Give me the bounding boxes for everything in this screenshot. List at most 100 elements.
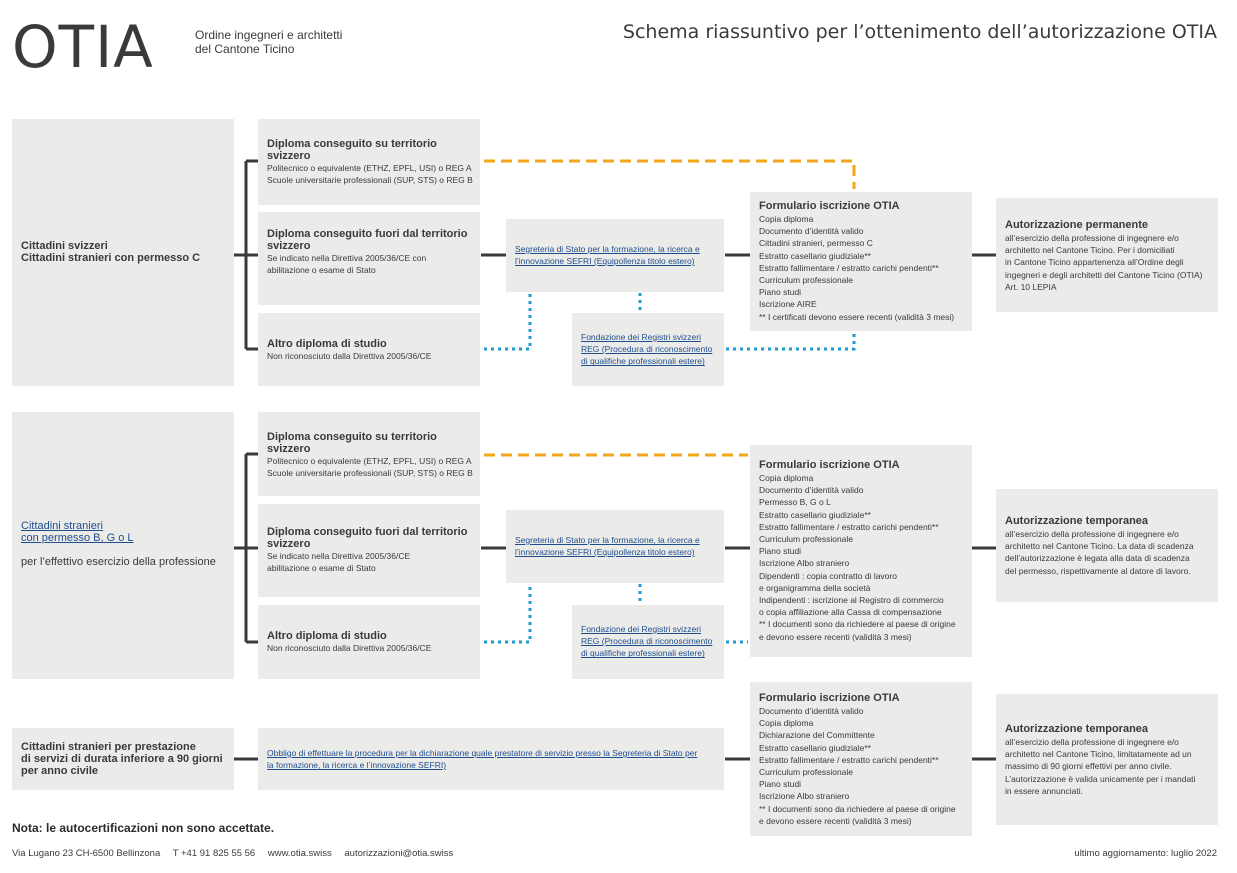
diploma-detail: Scuole universitarie professionali (SUP,…	[267, 468, 473, 479]
category-sub: per l’effettivo esercizio della professi…	[21, 556, 216, 568]
authorization-text: Art. 10 LEPIA	[1005, 281, 1057, 292]
diploma-swiss-box: Diploma conseguito su territorio svizzer…	[258, 412, 480, 496]
authorization-box: Autorizzazione temporanea all’esercizio …	[996, 694, 1218, 825]
obligation-link[interactable]: Obbligo di effettuare la procedura per l…	[267, 748, 698, 758]
form-item: Iscrizione Albo straniero	[759, 791, 850, 802]
reg-box[interactable]: Fondazione dei Registri svizzeri REG (Pr…	[572, 313, 724, 386]
diploma-title: Diploma conseguito su territorio	[267, 138, 437, 150]
obligation-link[interactable]: la formazione, la ricerca e l’innovazion…	[267, 760, 447, 771]
sefri-link[interactable]: Segreteria di Stato per la formazione, l…	[515, 244, 700, 254]
form-item: Cittadini stranieri, permesso C	[759, 238, 873, 249]
org-name: Ordine ingegneri e architetti del Canton…	[195, 28, 342, 56]
authorization-text: L’autorizzazione è valida unicamente per…	[1005, 773, 1196, 784]
diploma-detail: Politecnico o equivalente (ETHZ, EPFL, U…	[267, 456, 472, 466]
category-service-providers: Cittadini stranieri per prestazione di s…	[12, 728, 234, 790]
diploma-title: Altro diploma di studio	[267, 338, 387, 350]
diploma-detail: Non riconosciuto dalla Direttiva 2005/36…	[267, 351, 432, 361]
reg-link[interactable]: Fondazione dei Registri svizzeri	[581, 624, 701, 634]
form-box: Formulario iscrizione OTIA Documento d’i…	[750, 682, 972, 836]
authorization-text: in Cantone Ticino appartenenza all’Ordin…	[1005, 257, 1184, 268]
form-item: Indipendenti : iscrizione al Registro di…	[759, 595, 944, 606]
note-text: Nota: le autocertificazioni non sono acc…	[12, 821, 275, 835]
form-note: ** I certificati devono essere recenti (…	[759, 311, 955, 322]
authorization-box: Autorizzazione temporanea all’esercizio …	[996, 489, 1218, 602]
form-item: Curriculum professionale	[759, 275, 854, 286]
form-item: e organigramma della società	[759, 582, 871, 593]
sefri-box[interactable]: Segreteria di Stato per la formazione, l…	[506, 219, 724, 292]
form-item: Dichiarazione del Committente	[759, 730, 875, 741]
diploma-other-box: Altro diploma di studio Non riconosciuto…	[258, 313, 480, 386]
obligation-box[interactable]: Obbligo di effettuare la procedura per l…	[258, 728, 724, 790]
form-title: Formulario iscrizione OTIA	[759, 200, 900, 212]
diploma-title: svizzero	[267, 240, 311, 252]
form-item: Estratto casellario giudiziale**	[759, 742, 871, 753]
form-item: Piano studi	[759, 546, 802, 557]
form-item: Dipendenti : copia contratto di lavoro	[759, 570, 897, 581]
form-item: Copia diploma	[759, 718, 814, 729]
diploma-title: Diploma conseguito fuori dal territorio	[267, 228, 468, 240]
form-title: Formulario iscrizione OTIA	[759, 459, 900, 471]
reg-link[interactable]: Fondazione dei Registri svizzeri	[581, 332, 701, 342]
sefri-link[interactable]: l’innovazione SEFRI (Equipollenza titolo…	[515, 547, 695, 558]
diploma-swiss-box: Diploma conseguito su territorio svizzer…	[258, 119, 480, 205]
form-item: Curriculum professionale	[759, 534, 854, 545]
reg-box[interactable]: Fondazione dei Registri svizzeri REG (Pr…	[572, 605, 724, 679]
org-line-2: del Cantone Ticino	[195, 42, 295, 56]
form-item: Curriculum professionale	[759, 767, 854, 778]
footer-address: Via Lugano 23 CH-6500 Bellinzona	[12, 848, 161, 859]
diploma-title: svizzero	[267, 443, 311, 455]
form-item: Documento d’identità valido	[759, 485, 864, 496]
authorization-title: Autorizzazione temporanea	[1005, 515, 1149, 527]
category-line: Cittadini svizzeri	[21, 240, 108, 252]
category-line: Cittadini stranieri per prestazione	[21, 741, 196, 753]
footer-website[interactable]: www.otia.swiss	[267, 848, 332, 859]
form-item: Iscrizione Albo straniero	[759, 558, 850, 569]
org-line-1: Ordine ingegneri e architetti	[195, 28, 343, 42]
form-item: Estratto fallimentare / estratto carichi…	[759, 754, 939, 765]
footer-email[interactable]: autorizzazioni@otia.swiss	[344, 848, 454, 859]
sefri-link[interactable]: l’innovazione SEFRI (Equipollenza titolo…	[515, 256, 695, 267]
reg-link[interactable]: REG (Procedura di riconoscimento	[581, 636, 713, 647]
diploma-detail: Politecnico o equivalente (ETHZ, EPFL, U…	[267, 163, 472, 173]
authorization-text: all’esercizio della professione di ingeg…	[1005, 737, 1179, 747]
authorization-text: architetto nel Cantone Ticino, limitatam…	[1005, 749, 1192, 760]
footer-phone[interactable]: T +41 91 825 55 56	[172, 848, 256, 859]
authorization-text: massimo di 90 giorni effettivi per anno …	[1005, 761, 1172, 772]
form-note: ** I documenti sono da richiedere al pae…	[759, 803, 956, 814]
form-item: Copia diploma	[759, 473, 814, 483]
reg-link[interactable]: REG (Procedura di riconoscimento	[581, 344, 713, 355]
authorization-box: Autorizzazione permanente all’esercizio …	[996, 198, 1218, 312]
form-item: Permesso B, G o L	[759, 497, 831, 508]
category-link[interactable]: Cittadini stranieri	[21, 520, 103, 532]
form-item: Estratto casellario giudiziale**	[759, 509, 871, 520]
sefri-box[interactable]: Segreteria di Stato per la formazione, l…	[506, 510, 724, 583]
category-line: per anno civile	[21, 765, 99, 777]
authorization-text: all’esercizio della professione di ingeg…	[1005, 233, 1179, 243]
footer: Via Lugano 23 CH-6500 Bellinzona T +41 9…	[12, 848, 463, 859]
form-item: Documento d’identità valido	[759, 226, 864, 237]
otia-logo: OTIA	[12, 13, 154, 81]
diploma-other-box: Altro diploma di studio Non riconosciuto…	[258, 605, 480, 679]
reg-link[interactable]: di qualifiche professionali estere)	[581, 356, 705, 367]
diploma-title: svizzero	[267, 538, 311, 550]
reg-link[interactable]: di qualifiche professionali estere)	[581, 648, 705, 659]
authorization-text: in essere annunciati.	[1005, 785, 1083, 796]
diploma-detail: Se indicato nella Direttiva 2005/36/CE c…	[267, 253, 427, 263]
sefri-link[interactable]: Segreteria di Stato per la formazione, l…	[515, 535, 700, 545]
form-item: Estratto fallimentare / estratto carichi…	[759, 521, 939, 532]
category-link[interactable]: con permesso B, G o L	[21, 532, 134, 544]
authorization-text: del permesso, rispettivamente al datore …	[1005, 565, 1191, 576]
form-item: Piano studi	[759, 779, 802, 790]
form-item: Copia diploma	[759, 214, 814, 224]
authorization-text: all’esercizio della professione di ingeg…	[1005, 529, 1179, 539]
form-item: Estratto fallimentare / estratto carichi…	[759, 262, 939, 273]
authorization-text: ingegneri e degli architetti del Cantone…	[1005, 269, 1203, 280]
diploma-title: Altro diploma di studio	[267, 630, 387, 642]
form-item: Piano studi	[759, 287, 802, 298]
diploma-foreign-box: Diploma conseguito fuori dal territorio …	[258, 504, 480, 597]
form-box: Formulario iscrizione OTIA Copia diploma…	[750, 445, 972, 657]
form-item: o copia affiliazione alla Cassa di compe…	[759, 607, 942, 618]
category-line: di servizi di durata inferiore a 90 gior…	[21, 753, 223, 765]
diploma-detail: Non riconosciuto dalla Direttiva 2005/36…	[267, 643, 432, 653]
